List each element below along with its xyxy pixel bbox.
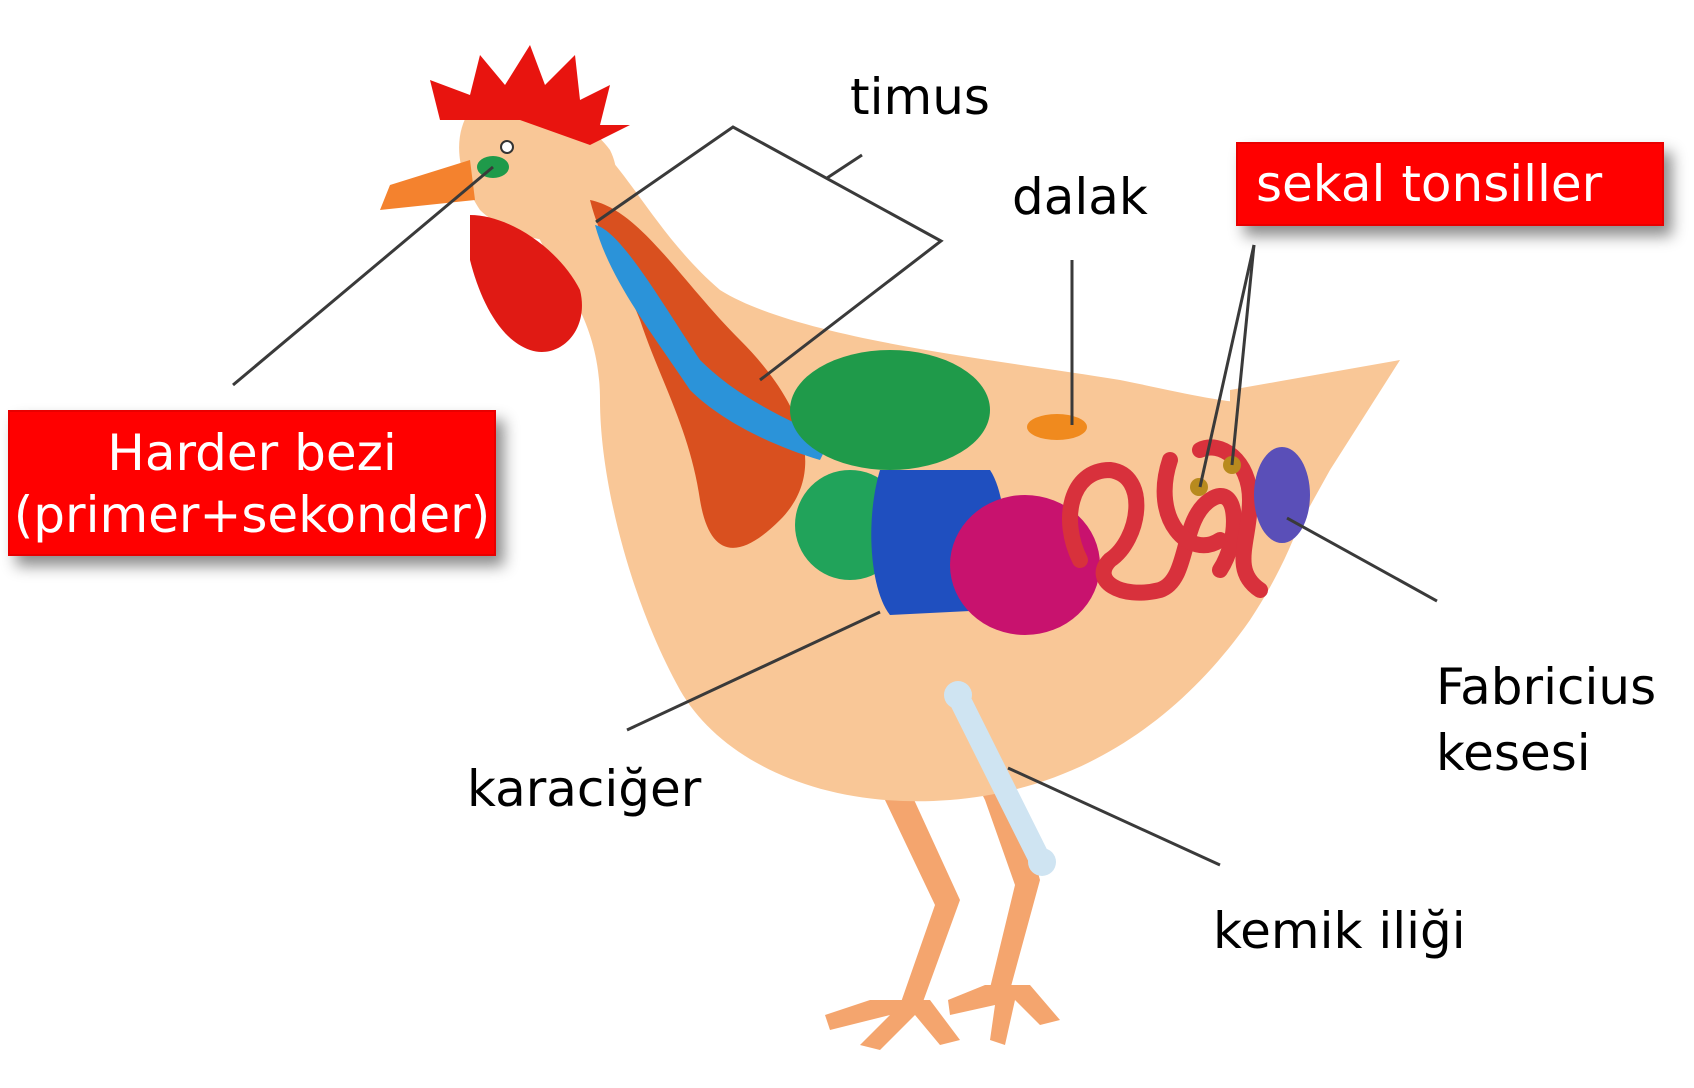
harder-gland-label-box: Harder bezi (primer+sekonder) xyxy=(8,410,496,556)
spleen-label: dalak xyxy=(1012,166,1148,228)
harder-label-line1: Harder bezi xyxy=(10,422,494,484)
cecal-tonsils-label-box: sekal tonsiller xyxy=(1236,142,1664,226)
liver-label: karaciğer xyxy=(467,758,701,820)
bursa xyxy=(1254,447,1310,543)
spleen xyxy=(1027,414,1087,440)
eye-icon xyxy=(501,141,513,153)
harder-label-line2: (primer+sekonder) xyxy=(10,484,494,546)
bursa-label-line1: Fabricius xyxy=(1436,654,1656,720)
cecal-tonsil-1 xyxy=(1190,478,1208,496)
bursa-label: Fabricius kesesi xyxy=(1436,654,1656,786)
bone-marrow-label: kemik iliği xyxy=(1213,900,1466,962)
beak xyxy=(380,160,475,210)
green-organ-upper xyxy=(790,350,990,470)
legs xyxy=(825,760,1060,1050)
bursa-label-line2: kesesi xyxy=(1436,720,1656,786)
thymus-label: timus xyxy=(850,66,990,128)
